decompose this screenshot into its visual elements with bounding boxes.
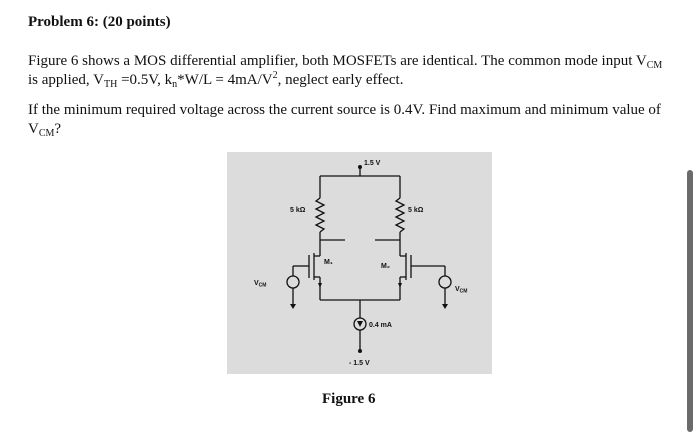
current-arrow [357, 321, 363, 327]
m2-arrow [398, 283, 402, 288]
vcm-right-source [438, 275, 452, 289]
vcm-right-v: V [455, 286, 460, 293]
circuit-figure: 1.5 V - 1.5 V 5 kΩ 5 kΩ M₁ M₂ 0.4 mA VCM… [227, 152, 492, 374]
p1-sub-cm: CM [646, 60, 663, 71]
p1-text-d: *W/L = 4mA/V [177, 72, 273, 88]
figure-caption: Figure 6 [322, 391, 376, 407]
p1-text-a: Figure 6 shows a MOS differential amplif… [28, 53, 647, 69]
p1-sub-n: n [172, 79, 178, 90]
vdd-terminal [358, 165, 362, 169]
vcm-left-v: V [254, 280, 259, 287]
vdd-label: 1.5 V [364, 160, 381, 167]
m1-arrow [318, 283, 322, 288]
p1-sub-th: TH [103, 79, 118, 90]
vcm-left-ground-arrow [290, 304, 296, 309]
r2-label: 5 kΩ [408, 207, 424, 214]
p1-text-b: is applied, V [28, 72, 104, 88]
r1-label: 5 kΩ [290, 207, 306, 214]
p1-sup-2: 2 [272, 70, 278, 81]
p1-text-e: , neglect early effect. [277, 72, 404, 88]
vcm-right-label: VCM [455, 286, 467, 295]
vcm-left-source [286, 275, 300, 289]
current-label: 0.4 mA [369, 322, 392, 329]
vcm-right-sub: CM [460, 289, 468, 295]
vertical-scrollbar[interactable] [687, 170, 693, 432]
m2-label: M₂ [381, 263, 390, 270]
r2-resistor [394, 197, 406, 233]
p2-text-b: ? [54, 121, 62, 137]
vcm-right-ground-arrow [442, 304, 448, 309]
p2-sub-cm: CM [38, 128, 55, 139]
vcm-left-sub: CM [259, 283, 267, 289]
r1-resistor [314, 197, 326, 233]
problem-paragraph-1: Figure 6 shows a MOS differential amplif… [28, 52, 668, 90]
m1-label: M₁ [324, 259, 333, 266]
p2-text-a: If the minimum required voltage across t… [28, 102, 661, 137]
circuit-diagram: 1.5 V - 1.5 V 5 kΩ 5 kΩ M₁ M₂ 0.4 mA VCM… [254, 160, 467, 367]
vss-terminal [358, 349, 362, 353]
vcm-left-label: VCM [254, 280, 266, 289]
vss-label: - 1.5 V [349, 360, 370, 367]
problem-heading: Problem 6: (20 points) [28, 14, 171, 30]
problem-paragraph-2: If the minimum required voltage across t… [28, 101, 668, 139]
p1-text-c: =0.5V, k [117, 72, 173, 88]
